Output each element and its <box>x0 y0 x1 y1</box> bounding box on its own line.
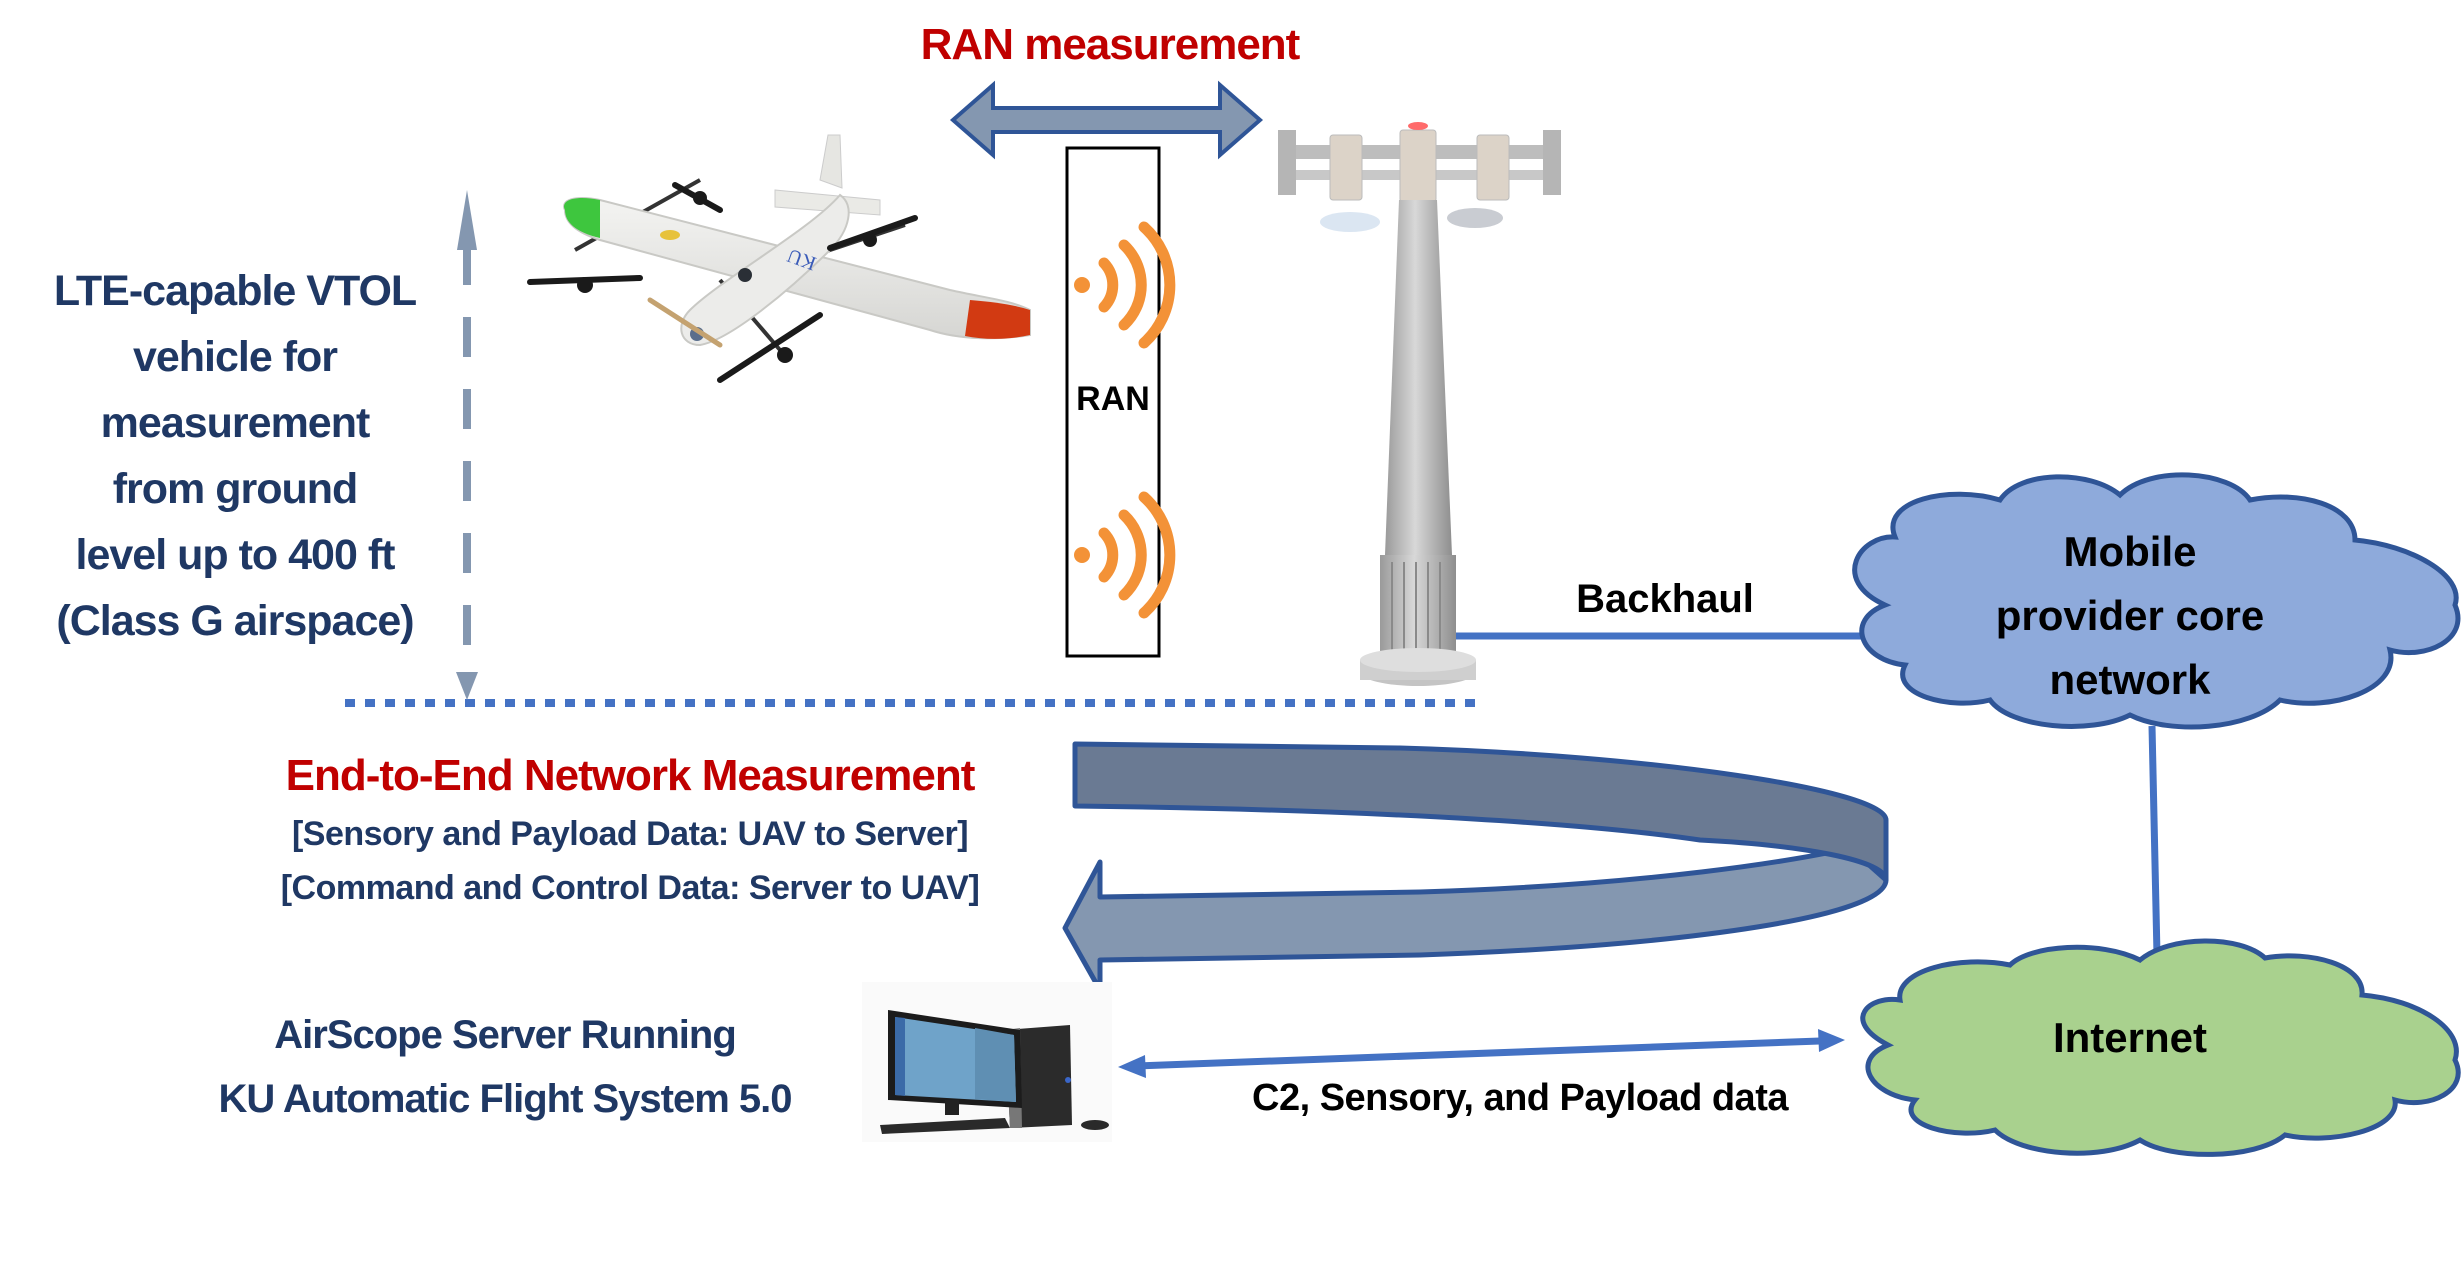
mobile-core-label-line: provider core <box>1995 592 2265 639</box>
backhaul-label: Backhaul <box>1576 577 1754 621</box>
cell-tower-image <box>1278 122 1561 686</box>
internet-cloud <box>1860 938 2461 1157</box>
server-computer-image <box>862 982 1112 1142</box>
end-to-end-line: [Command and Control Data: Server to UAV… <box>280 869 980 907</box>
vtol-drone-image: KU <box>527 134 1031 383</box>
vehicle-description-line: from ground <box>112 465 359 513</box>
altitude-range-arrow <box>456 190 478 700</box>
server-description: AirScope Server Running KU Automatic Fli… <box>130 1003 880 1131</box>
mobile-core-label: Mobile provider core network <box>1920 520 2340 712</box>
server-description-line: AirScope Server Running <box>274 1013 737 1057</box>
mobile-provider-core-cloud <box>1852 472 2461 730</box>
end-to-end-uturn-arrow <box>1062 741 1889 993</box>
ran-measurement-label: RAN measurement <box>920 20 1301 69</box>
internet-label: Internet <box>2052 1014 2207 1061</box>
ran-measurement-double-arrow <box>949 80 1264 160</box>
mobile-core-label-line: network <box>2049 656 2211 703</box>
vehicle-description-line: LTE-capable VTOL <box>53 267 417 315</box>
wireless-signal-icon <box>1074 221 1176 349</box>
core-internet-link <box>2148 725 2161 956</box>
c2-link-label: C2, Sensory, and Payload data <box>1252 1077 1788 1119</box>
c2-data-link <box>1118 1029 1845 1078</box>
vehicle-description: LTE-capable VTOL vehicle for measurement… <box>10 258 460 654</box>
vehicle-description-line: level up to 400 ft <box>75 531 396 579</box>
mobile-core-label-line: Mobile <box>2063 528 2197 575</box>
vehicle-description-line: measurement <box>100 399 371 447</box>
wireless-signal-icon <box>1074 491 1176 619</box>
vehicle-description-line: vehicle for <box>132 333 338 381</box>
end-to-end-line: [Sensory and Payload Data: UAV to Server… <box>291 815 969 853</box>
vehicle-description-line: (Class G airspace) <box>56 597 414 645</box>
server-description-line: KU Automatic Flight System 5.0 <box>218 1077 792 1121</box>
end-to-end-measurement-text: End-to-End Network Measurement [Sensory … <box>180 745 1080 915</box>
ran-label: RAN <box>1076 380 1150 418</box>
end-to-end-title: End-to-End Network Measurement <box>285 751 976 800</box>
